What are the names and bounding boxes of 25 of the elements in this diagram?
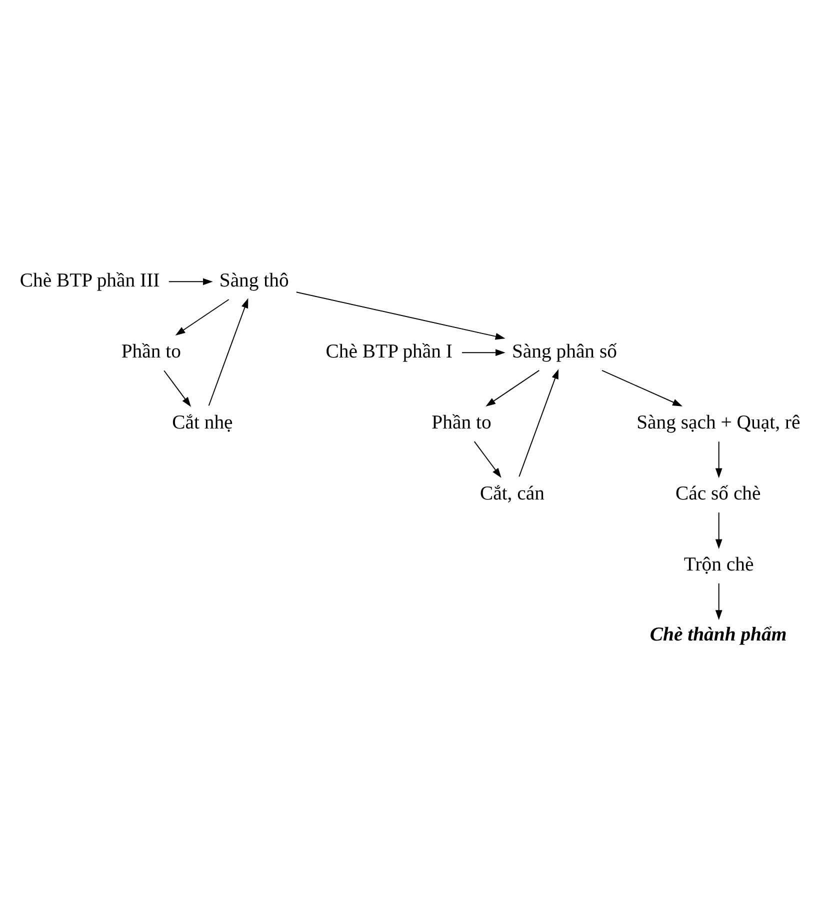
arrow — [296, 292, 506, 340]
arrow — [175, 299, 230, 336]
node-text: Các số chè — [676, 482, 761, 504]
arrow — [715, 441, 722, 478]
node-text: Sàng sạch + Quạt, rê — [636, 411, 800, 434]
node-text: Trộn chè — [684, 553, 754, 576]
node-text: Phần to — [432, 411, 492, 434]
node-text: Chè thành phẩm — [650, 623, 787, 646]
node-text: Cắt, cán — [480, 482, 544, 504]
arrow — [208, 298, 248, 406]
node-text: Phần to — [121, 340, 181, 363]
arrow — [715, 582, 722, 620]
arrow — [486, 370, 540, 406]
arrow — [164, 370, 191, 407]
arrow — [602, 370, 682, 406]
node-text: Chè BTP phần III — [20, 270, 160, 292]
arrow — [168, 278, 213, 286]
arrow — [518, 369, 559, 478]
arrow — [715, 512, 722, 550]
node-text: Chè BTP phần I — [326, 340, 452, 363]
node-text: Sàng phân số — [512, 340, 617, 363]
node-text: Sàng thô — [219, 270, 289, 292]
arrow — [474, 441, 502, 478]
arrow — [462, 349, 506, 356]
node-text: Cắt nhẹ — [172, 411, 233, 434]
